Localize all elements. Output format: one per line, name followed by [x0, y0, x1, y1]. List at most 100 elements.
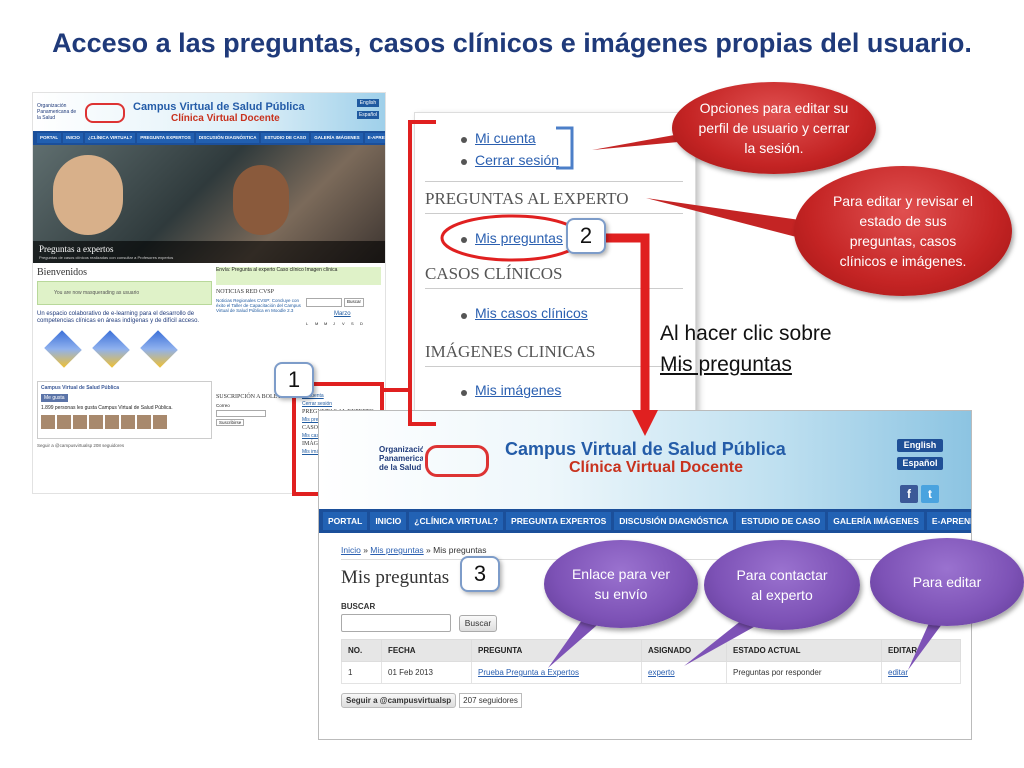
left-menu-cerrar-sesion[interactable]: Cerrar sesión	[302, 401, 333, 407]
instruction-line-1: Al hacer clic sobre	[660, 322, 832, 345]
fb-box-title[interactable]: Campus Virtual de Salud Pública	[41, 385, 119, 391]
bottom-site-subtitle: Clínica Virtual Docente	[569, 459, 743, 476]
cube-icon[interactable]	[140, 330, 178, 368]
zoom-link-cerrar-sesion[interactable]: Cerrar sesión	[475, 152, 560, 168]
fb-like-button[interactable]: Me gusta	[41, 394, 68, 402]
bullet-icon	[461, 237, 467, 243]
left-nav-inicio[interactable]: INICIO	[63, 133, 83, 143]
left-lang-spanish[interactable]: Español	[357, 111, 379, 119]
callout-link-view: Enlace para ver su envío	[544, 540, 698, 628]
callout-contact-expert: Para contactar al experto	[704, 540, 860, 630]
cell-no: 1	[341, 661, 382, 684]
left-screenshot: Organización Panamericana de la Salud Ca…	[32, 92, 386, 494]
question-link[interactable]: Prueba Pregunta a Expertos	[471, 661, 642, 684]
bottom-nav-galeria[interactable]: GALERÍA IMÁGENES	[828, 512, 924, 530]
follow-twitter-button[interactable]: Seguir a @campusvirtualsp	[341, 693, 457, 708]
bottom-nav-pregunta[interactable]: PREGUNTA EXPERTOS	[506, 512, 612, 530]
table-row: 1 01 Feb 2013 Prueba Pregunta a Expertos…	[341, 661, 961, 684]
left-menu-mis-imagenes[interactable]: Mis imágenes	[302, 449, 333, 455]
cube-icon[interactable]	[92, 330, 130, 368]
bottom-nav-discusion[interactable]: DISCUSIÓN DIAGNÓSTICA	[614, 512, 734, 530]
zoom-link-mi-cuenta[interactable]: Mi cuenta	[475, 130, 536, 146]
breadcrumb-current: Mis preguntas	[433, 545, 487, 555]
avatar	[89, 415, 103, 429]
cell-fecha: 01 Feb 2013	[381, 661, 472, 684]
banner-caption-title: Preguntas a expertos	[39, 244, 114, 254]
left-nav-eaprendizaje[interactable]: E-APRENDIZAJE	[364, 133, 385, 143]
left-facebook-box: Campus Virtual de Salud Pública Me gusta…	[37, 381, 212, 439]
divider	[425, 213, 683, 214]
callout-edit-review: Para editar y revisar el estado de sus p…	[794, 166, 1012, 296]
search-label: BUSCAR	[341, 602, 376, 611]
left-side-links[interactable]: Envía: Pregunta al experto Caso clínico …	[215, 267, 381, 285]
left-logo-icon	[85, 103, 125, 123]
step-number-1: 1	[274, 362, 314, 398]
left-body: Bienvenidos You are now masquerading as …	[33, 263, 385, 452]
left-nav-estudio[interactable]: ESTUDIO DE CASO	[261, 133, 310, 143]
left-nav-discusion[interactable]: DISCUSIÓN DIAGNÓSTICA	[195, 133, 260, 143]
left-bulletin-input[interactable]	[215, 410, 266, 417]
breadcrumb-mis-preguntas[interactable]: Mis preguntas	[370, 545, 424, 555]
col-editar: EDITAR	[881, 639, 961, 662]
col-asignado: ASIGNADO	[641, 639, 727, 662]
banner-person-photo	[53, 155, 123, 235]
left-nav-pregunta[interactable]: PREGUNTA EXPERTOS	[137, 133, 194, 143]
twitter-icon[interactable]: t	[921, 485, 939, 503]
bullet-icon	[461, 313, 467, 319]
facebook-icon[interactable]: f	[900, 485, 918, 503]
cal-day-head: M	[323, 321, 328, 326]
page-title: Mis preguntas	[341, 567, 450, 588]
avatar	[105, 415, 119, 429]
bottom-nav-bar: PORTAL INICIO ¿CLÍNICA VIRTUAL? PREGUNTA…	[319, 509, 971, 533]
left-search-button[interactable]: Buscar	[343, 298, 364, 307]
col-estado: ESTADO ACTUAL	[726, 639, 882, 662]
divider	[425, 366, 683, 367]
edit-link[interactable]: editar	[881, 661, 961, 684]
bottom-nav-inicio[interactable]: INICIO	[370, 512, 407, 530]
avatar	[121, 415, 135, 429]
left-calendar-month[interactable]: Marzo	[333, 311, 351, 317]
bottom-lang-english[interactable]: English	[897, 439, 943, 452]
left-follow-button[interactable]: Seguir a @campusvirtualsp	[37, 443, 93, 448]
left-menu-mi-cuenta[interactable]: Mi cuenta	[302, 393, 324, 399]
bottom-nav-clinica[interactable]: ¿CLÍNICA VIRTUAL?	[409, 512, 504, 530]
breadcrumb: Inicio » Mis preguntas » Mis preguntas	[341, 545, 487, 555]
left-welcome-heading: Bienvenidos	[37, 267, 87, 278]
breadcrumb-sep: »	[360, 545, 371, 555]
bottom-nav-eaprendizaje[interactable]: E-APRENDIZAJE	[926, 512, 971, 530]
fb-faces	[41, 415, 208, 429]
divider	[425, 181, 683, 182]
avatar	[153, 415, 167, 429]
left-bulletin-button[interactable]: Suscribirse	[215, 419, 245, 426]
left-nav-galeria[interactable]: GALERÍA IMÁGENES	[311, 133, 363, 143]
left-menu-mis-preguntas[interactable]: Mis preguntas	[302, 417, 333, 423]
avatar	[57, 415, 71, 429]
left-news-text[interactable]: Noticias Regionales CVSP: Concluye con é…	[215, 298, 301, 313]
zoom-link-mis-casos[interactable]: Mis casos clínicos	[475, 305, 588, 321]
col-pregunta: PREGUNTA	[471, 639, 642, 662]
cube-icon[interactable]	[44, 330, 82, 368]
bottom-nav-portal[interactable]: PORTAL	[323, 512, 368, 530]
zoom-link-mis-preguntas[interactable]: Mis preguntas	[475, 230, 563, 246]
zoom-section-expert: PREGUNTAS AL EXPERTO	[425, 189, 629, 208]
cal-day-head: D	[359, 321, 363, 326]
left-nav-clinica[interactable]: ¿CLÍNICA VIRTUAL?	[84, 133, 136, 143]
cell-estado: Preguntas por responder	[726, 661, 882, 684]
left-nav-portal[interactable]: PORTAL	[37, 133, 62, 143]
left-lang-english[interactable]: English	[357, 99, 379, 107]
bottom-logo-icon	[425, 445, 489, 477]
cal-day-head: S	[350, 321, 354, 326]
zoom-link-mis-imagenes[interactable]: Mis imágenes	[475, 382, 562, 398]
search-button[interactable]: Buscar	[459, 615, 497, 632]
bottom-lang-spanish[interactable]: Español	[897, 457, 943, 470]
search-input[interactable]	[341, 614, 451, 632]
questions-table: NO. FECHA PREGUNTA ASIGNADO ESTADO ACTUA…	[341, 639, 961, 684]
expert-link[interactable]: experto	[641, 661, 727, 684]
step-number-2: 2	[566, 218, 606, 254]
left-search-input[interactable]	[305, 298, 342, 307]
breadcrumb-home[interactable]: Inicio	[341, 545, 361, 555]
cal-day-head: J	[332, 321, 335, 326]
bottom-nav-estudio[interactable]: ESTUDIO DE CASO	[736, 512, 826, 530]
bottom-site-header: Organización Panamericana de la Salud Ca…	[319, 411, 971, 509]
bullet-icon	[461, 137, 467, 143]
